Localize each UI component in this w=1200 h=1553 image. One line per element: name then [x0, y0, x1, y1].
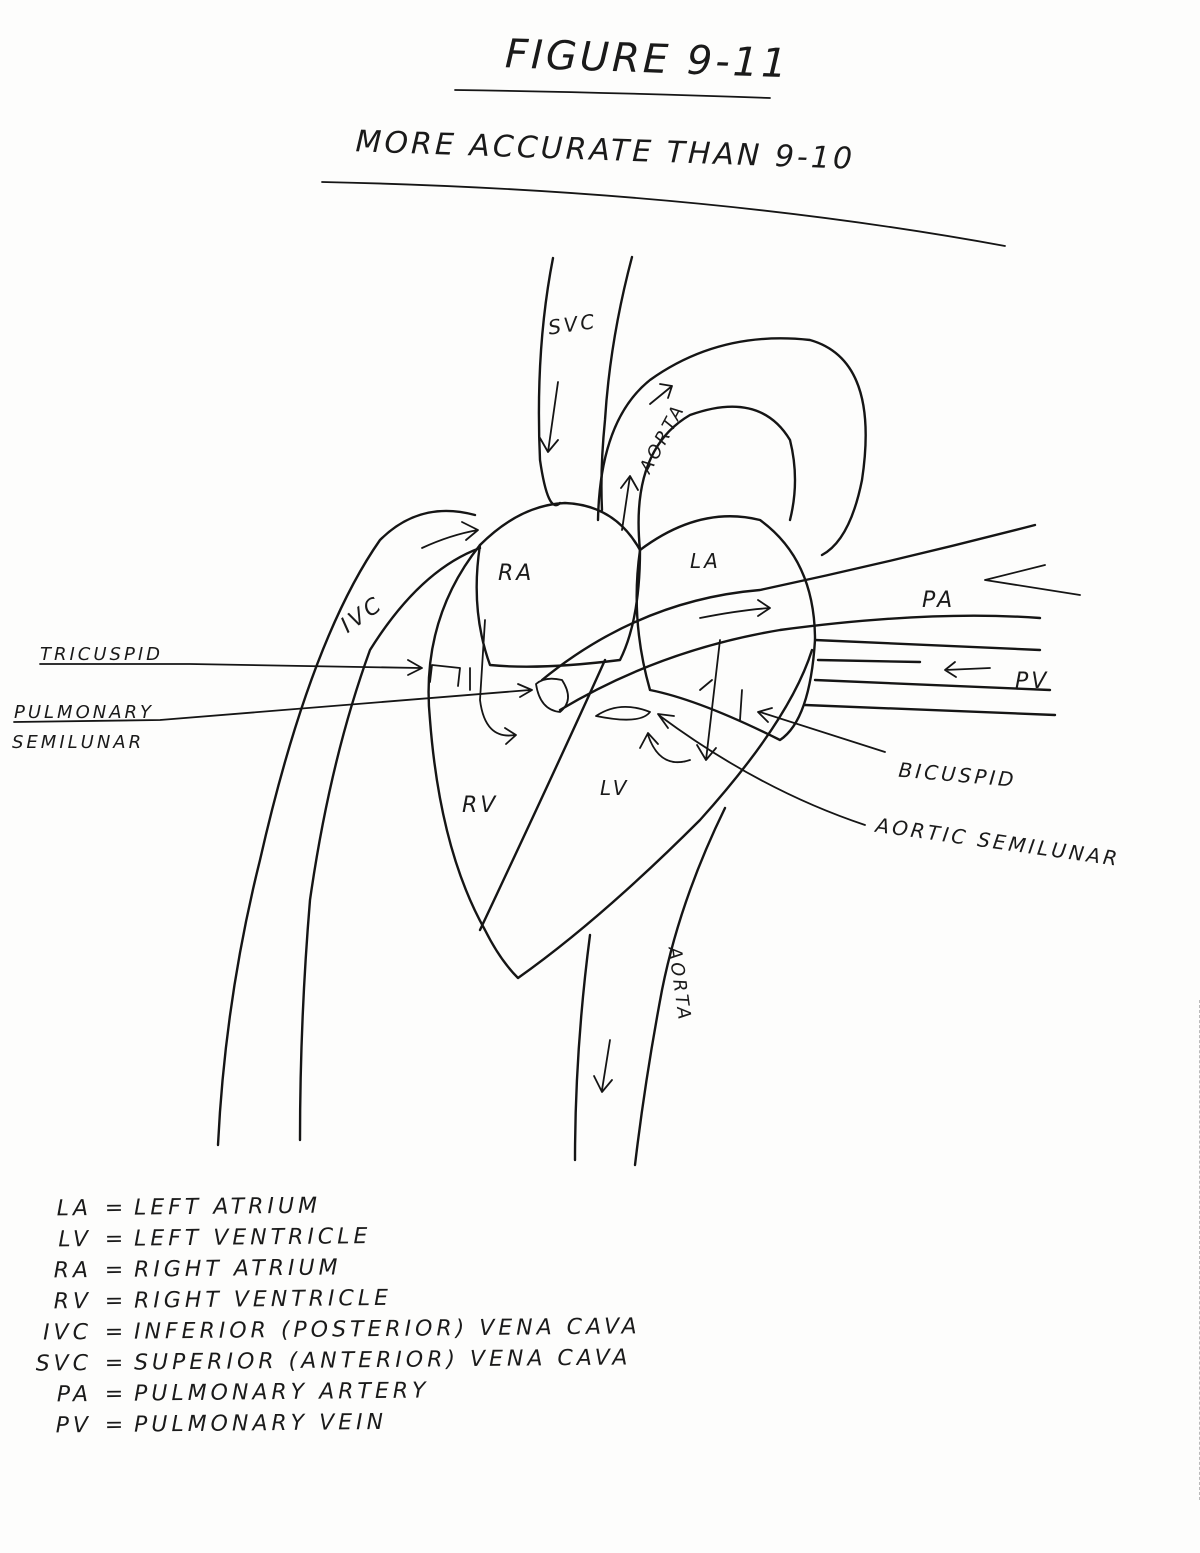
legend-definition: LEFT ATRIUM — [133, 1193, 322, 1221]
legend-equals: = — [104, 1226, 128, 1252]
pv-label: PV — [1015, 669, 1049, 694]
la-label: LA — [690, 549, 721, 573]
aortic-semilunar-label: AORTIC SEMILUNAR — [872, 813, 1121, 871]
ivc-vessel-outer — [216, 509, 477, 1147]
descending-aorta-right — [633, 806, 727, 1167]
legend-abbr: PV — [55, 1413, 93, 1439]
subtitle-underline — [321, 181, 1006, 247]
legend-abbr: RV — [53, 1289, 93, 1315]
legend-abbr: LV — [58, 1227, 93, 1253]
legend-abbr: LA — [56, 1196, 93, 1222]
pv-vessel-4 — [803, 703, 1057, 717]
pv-arrow — [944, 661, 991, 678]
lv-label: LV — [600, 776, 629, 800]
ivc-label: IVC — [336, 592, 388, 639]
legend-equals: = — [104, 1350, 128, 1376]
legend-definition: SUPERIOR (ANTERIOR) VENA CAVA — [133, 1345, 632, 1376]
ra-label: RA — [498, 561, 534, 586]
pulmonary-semilunar-label-1: PULMONARY — [14, 702, 154, 723]
pa-vessel-upper — [540, 523, 1037, 682]
scan-edge-marks — [1185, 1000, 1200, 1500]
pa-arrow — [699, 599, 771, 619]
pulmonary-semilunar-leader — [13, 683, 533, 723]
legend-equals: = — [104, 1195, 128, 1221]
legend-equals: = — [104, 1257, 128, 1283]
ivc-vessel-inner — [298, 546, 482, 1142]
pv-vessel-1 — [813, 638, 1042, 652]
abbreviation-legend: LA = LEFT ATRIUM LV = LEFT VENTRICLE RA … — [0, 1190, 760, 1439]
legend-definition: LEFT VENTRICLE — [133, 1224, 372, 1252]
title-underline — [454, 89, 771, 99]
legend-equals: = — [104, 1288, 128, 1314]
legend-definition: PULMONARY VEIN — [133, 1409, 388, 1438]
tricuspid-leader — [39, 659, 423, 676]
pv-vessel-2 — [816, 658, 922, 664]
legend-equals: = — [104, 1319, 128, 1345]
legend-equals: = — [104, 1412, 128, 1438]
pa-vessel-lower — [558, 614, 1042, 712]
legend-abbr: PA — [56, 1382, 93, 1408]
descending-aorta-left — [573, 933, 592, 1162]
legend-equals: = — [104, 1381, 128, 1407]
aorta-down-arrow — [593, 1039, 613, 1093]
heart-outline — [427, 543, 814, 980]
pulmonary-semilunar-label-2: SEMILUNAR — [12, 732, 144, 753]
figure-title: FIGURE 9-11 — [504, 31, 790, 87]
pv-vessel-3 — [813, 678, 1052, 692]
tricuspid-label: TRICUSPID — [40, 644, 163, 665]
aorta-descending-label: AORTA — [664, 945, 695, 1024]
tricuspid-valve — [429, 664, 471, 691]
legend-definition: PULMONARY ARTERY — [133, 1378, 430, 1407]
ra-to-rv-arrow — [479, 619, 517, 745]
aortic-arch-outer — [596, 337, 867, 557]
lv-to-aorta-arrow — [639, 732, 691, 764]
pa-label: PA — [922, 588, 955, 613]
aortic-valve — [595, 706, 651, 721]
legend-definition: INFERIOR (POSTERIOR) VENA CAVA — [133, 1314, 641, 1345]
svc-arrow — [539, 381, 559, 453]
legend-row: PV = PULMONARY VEIN — [0, 1403, 760, 1442]
ivc-arrow — [421, 521, 479, 549]
legend-abbr: IVC — [42, 1320, 93, 1346]
aorta-top-label: AORTA — [635, 400, 690, 478]
legend-definition: RIGHT VENTRICLE — [133, 1285, 393, 1314]
interventricular-septum — [478, 658, 607, 932]
legend-definition: RIGHT ATRIUM — [133, 1255, 342, 1283]
la-to-lv-arrow — [696, 639, 721, 761]
svc-label: SVC — [547, 309, 599, 340]
bicuspid-valve — [699, 679, 743, 721]
aorta-arch-arrow — [649, 383, 673, 405]
aortic-arch-inner — [637, 405, 797, 552]
aortic-semilunar-leader — [657, 713, 866, 826]
bicuspid-leader — [757, 707, 886, 753]
pulmonary-valve — [535, 677, 569, 713]
pa-chevron — [984, 564, 1081, 596]
left-atrium — [635, 515, 817, 742]
bicuspid-label: BICUSPID — [898, 758, 1018, 792]
figure-subtitle: MORE ACCURATE THAN 9-10 — [355, 124, 856, 176]
svc-vessel-left — [537, 256, 562, 507]
svc-vessel-right — [600, 255, 634, 512]
rv-label: RV — [462, 793, 498, 818]
legend-abbr: SVC — [35, 1351, 93, 1377]
aorta-up-arrow — [620, 475, 639, 531]
legend-abbr: RA — [53, 1258, 93, 1284]
